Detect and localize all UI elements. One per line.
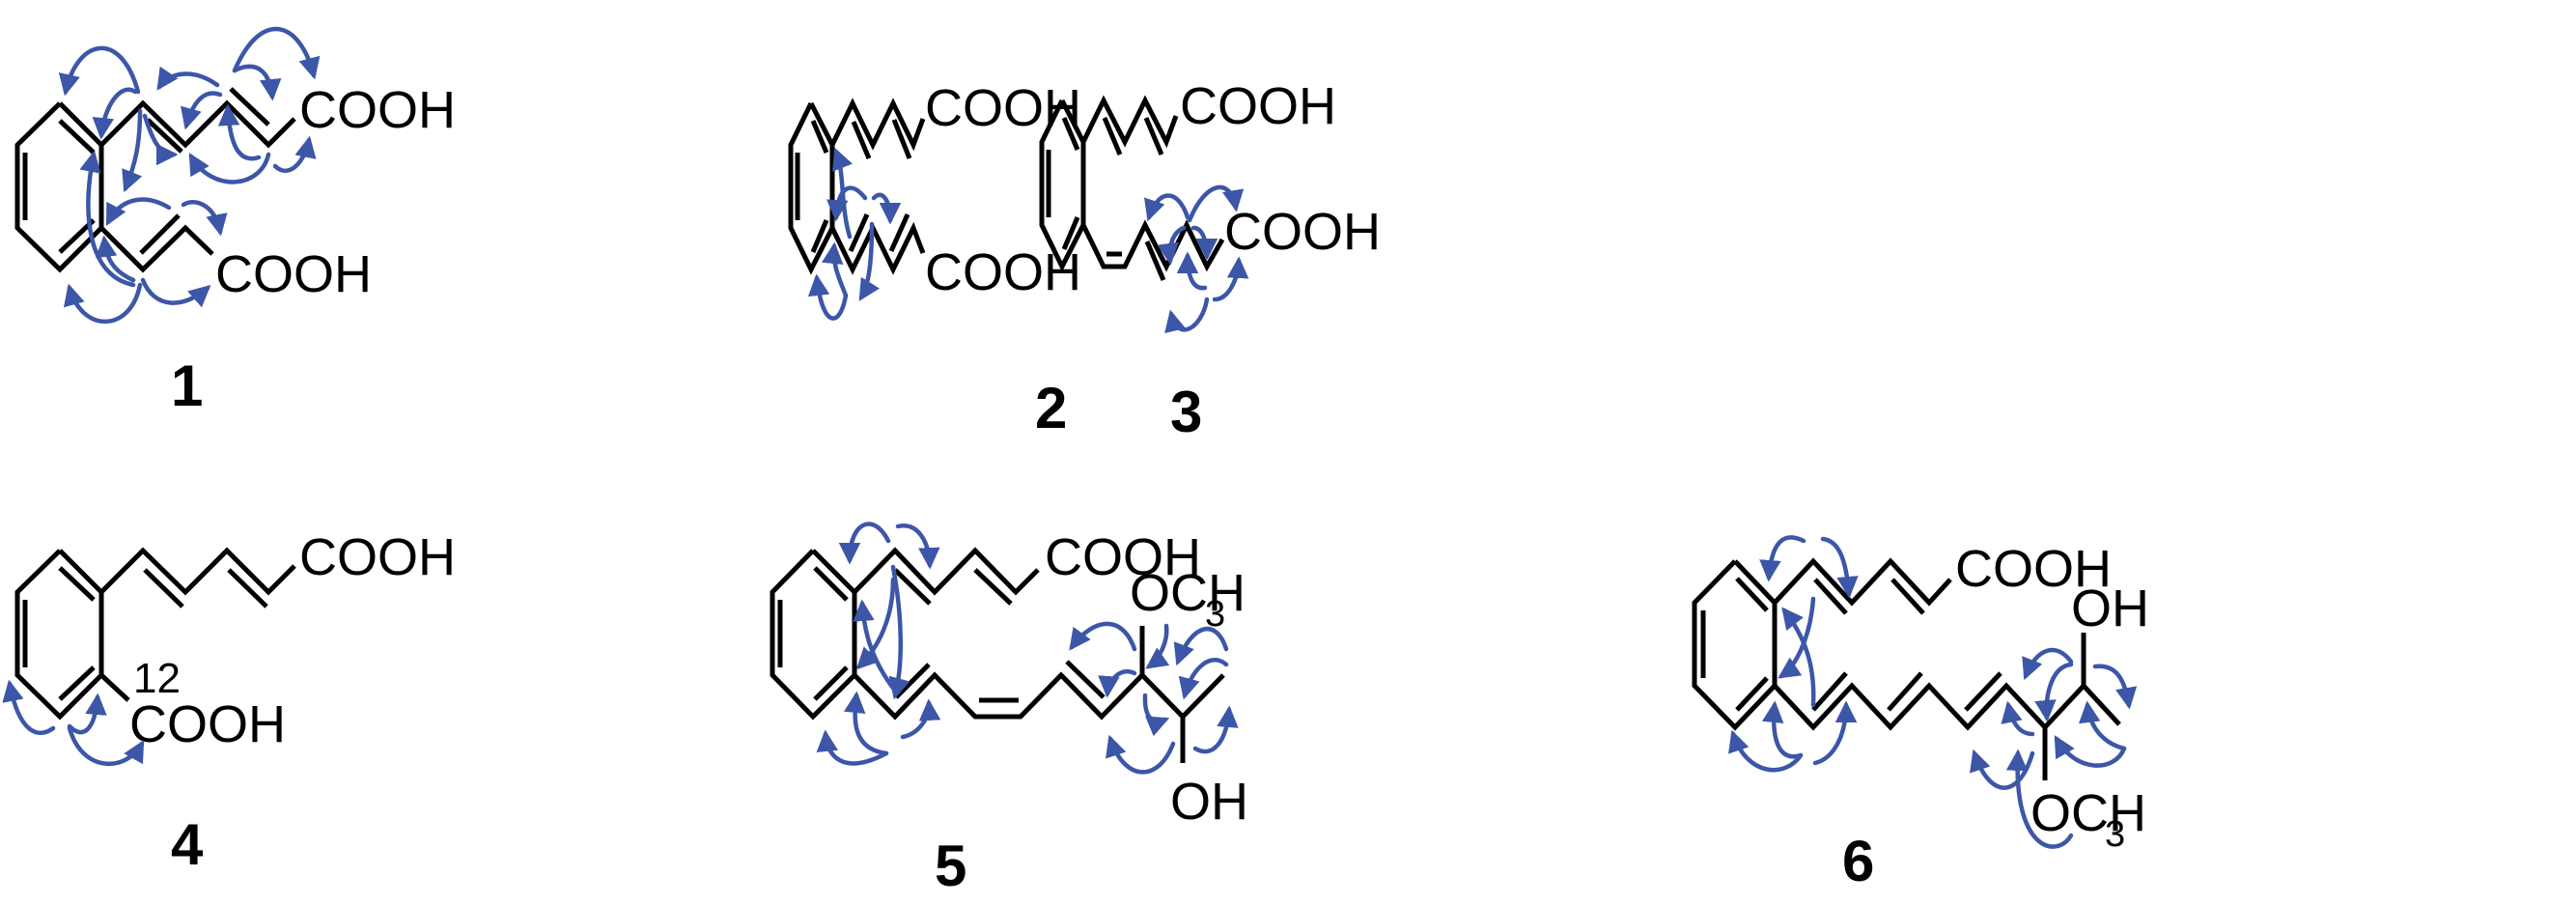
atom-number-12: 12	[133, 655, 181, 702]
correlation-arrows	[58, 26, 321, 324]
compound-5: COOH OCH 3 OH 5	[770, 522, 1248, 898]
benzene-ring	[14, 549, 104, 721]
correlation-arrows	[807, 147, 902, 321]
cooh: COOH	[1045, 528, 1201, 586]
compound-2: COOH COOH 2	[788, 79, 1081, 440]
compound-4: COOH 12 COOH 4	[2, 528, 456, 877]
cooh-bond	[99, 673, 130, 702]
compound-3: COOH COOH 3	[1039, 77, 1381, 444]
diene-chain-top	[1080, 95, 1179, 156]
compound-6: COOH OH OCH 3 6	[1692, 535, 2149, 893]
oh-group: OH	[2071, 580, 2149, 637]
diene-chain-top	[829, 98, 926, 159]
benzene-ring	[770, 549, 857, 721]
polyene-chain-bottom	[1773, 671, 2121, 731]
oh-group: OH	[1170, 773, 1248, 831]
compound-label-3: 3	[1170, 380, 1202, 444]
correlation-arrows	[1728, 535, 2138, 849]
diene-chain-top	[1773, 557, 1952, 615]
diene-chain-bottom	[829, 212, 926, 275]
correlation-arrows	[1144, 184, 1249, 334]
compound-1: COOH COOH 1	[14, 26, 456, 418]
cooh-top: COOH	[299, 81, 456, 139]
och3-group: OCH 3	[2030, 784, 2146, 855]
cooh-bottom: COOH	[925, 243, 1081, 301]
polyene-chain-bottom	[853, 660, 1225, 721]
cooh-bottom: COOH	[215, 245, 372, 303]
compound-label-2: 2	[1035, 376, 1067, 440]
diene-chain-top	[853, 547, 1040, 606]
cooh-12: COOH	[129, 695, 286, 753]
cooh-top: COOH	[299, 528, 456, 586]
svg-text:3: 3	[1205, 594, 1225, 635]
correlation-arrows	[2, 679, 145, 766]
svg-text:OCH: OCH	[1130, 564, 1246, 622]
svg-text:OCH: OCH	[2030, 784, 2146, 842]
correlation-arrows	[816, 522, 1239, 775]
cooh-top: COOH	[1180, 77, 1336, 135]
svg-text:3: 3	[2105, 814, 2125, 855]
cooh-top: COOH	[925, 79, 1081, 137]
cooh-bottom: COOH	[1224, 203, 1381, 261]
cooh: COOH	[1955, 540, 2112, 598]
compound-label-6: 6	[1842, 829, 1874, 893]
benzene-ring	[788, 101, 835, 275]
diene-chain	[99, 547, 296, 608]
compound-label-4: 4	[171, 812, 204, 877]
acrylic-chain-bottom	[99, 213, 214, 273]
compound-label-1: 1	[171, 354, 203, 418]
och3-group: OCH 3	[1130, 564, 1246, 635]
compound-label-5: 5	[935, 834, 966, 898]
benzene-ring	[1692, 559, 1778, 731]
